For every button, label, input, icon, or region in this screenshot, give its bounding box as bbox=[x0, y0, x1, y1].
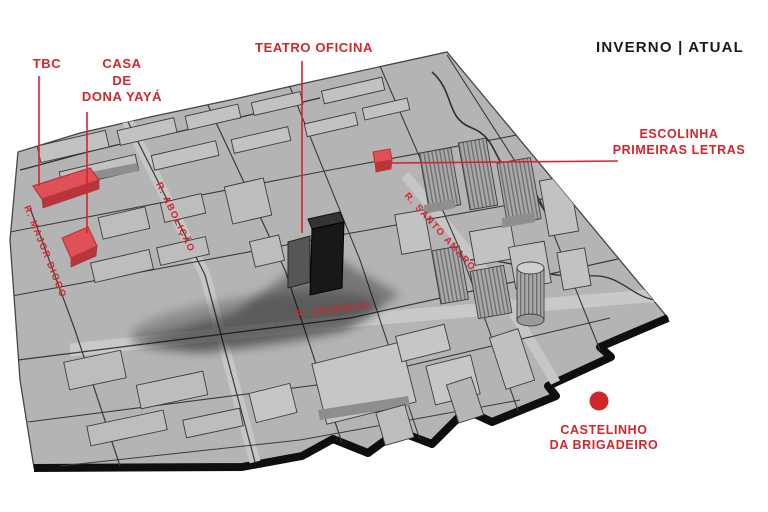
escolinha-line-1: ESCOLINHA bbox=[639, 127, 719, 141]
tbc-callout-label: TBC bbox=[32, 56, 62, 71]
castelinho-line-2: DA BRIGADEIRO bbox=[549, 438, 659, 452]
casa-dona-yaya-line-2: DE bbox=[112, 72, 132, 88]
escolinha-building-highlight bbox=[372, 148, 393, 173]
cylinder-tower bbox=[516, 261, 545, 327]
castelinho-line-1: CASTELINHO bbox=[560, 423, 648, 437]
escolinha-line-2: PRIMEIRAS LETRAS bbox=[612, 142, 746, 157]
casa-dona-yaya-line-3: DONA YAYÁ bbox=[81, 89, 163, 104]
casa-dona-yaya-line-1: CASA bbox=[102, 56, 142, 71]
season-title: INVERNO | ATUAL bbox=[595, 39, 744, 56]
teatro-oficina-callout-label: TEATRO OFICINA bbox=[255, 40, 373, 55]
tbc-building-highlight bbox=[32, 167, 100, 209]
leader-lines bbox=[38, 61, 619, 233]
casa-dona-yaya-callout-label: CASA DE DONA YAYÁ bbox=[61, 56, 183, 106]
teatro-oficina-building bbox=[287, 211, 345, 296]
casa-dona-yaya-building-highlight bbox=[61, 226, 98, 268]
building-blocks bbox=[36, 76, 592, 447]
castelinho-callout-label: CASTELINHO DA BRIGADEIRO bbox=[524, 423, 684, 453]
model-slab-edge bbox=[33, 314, 670, 472]
escolinha-leader-line bbox=[390, 160, 619, 164]
castelinho-marker-dot bbox=[589, 391, 609, 411]
edge-buildings bbox=[375, 328, 536, 447]
escolinha-callout-label: ESCOLINHA PRIMEIRAS LETRAS bbox=[598, 127, 760, 158]
highlighted-buildings bbox=[32, 148, 393, 268]
